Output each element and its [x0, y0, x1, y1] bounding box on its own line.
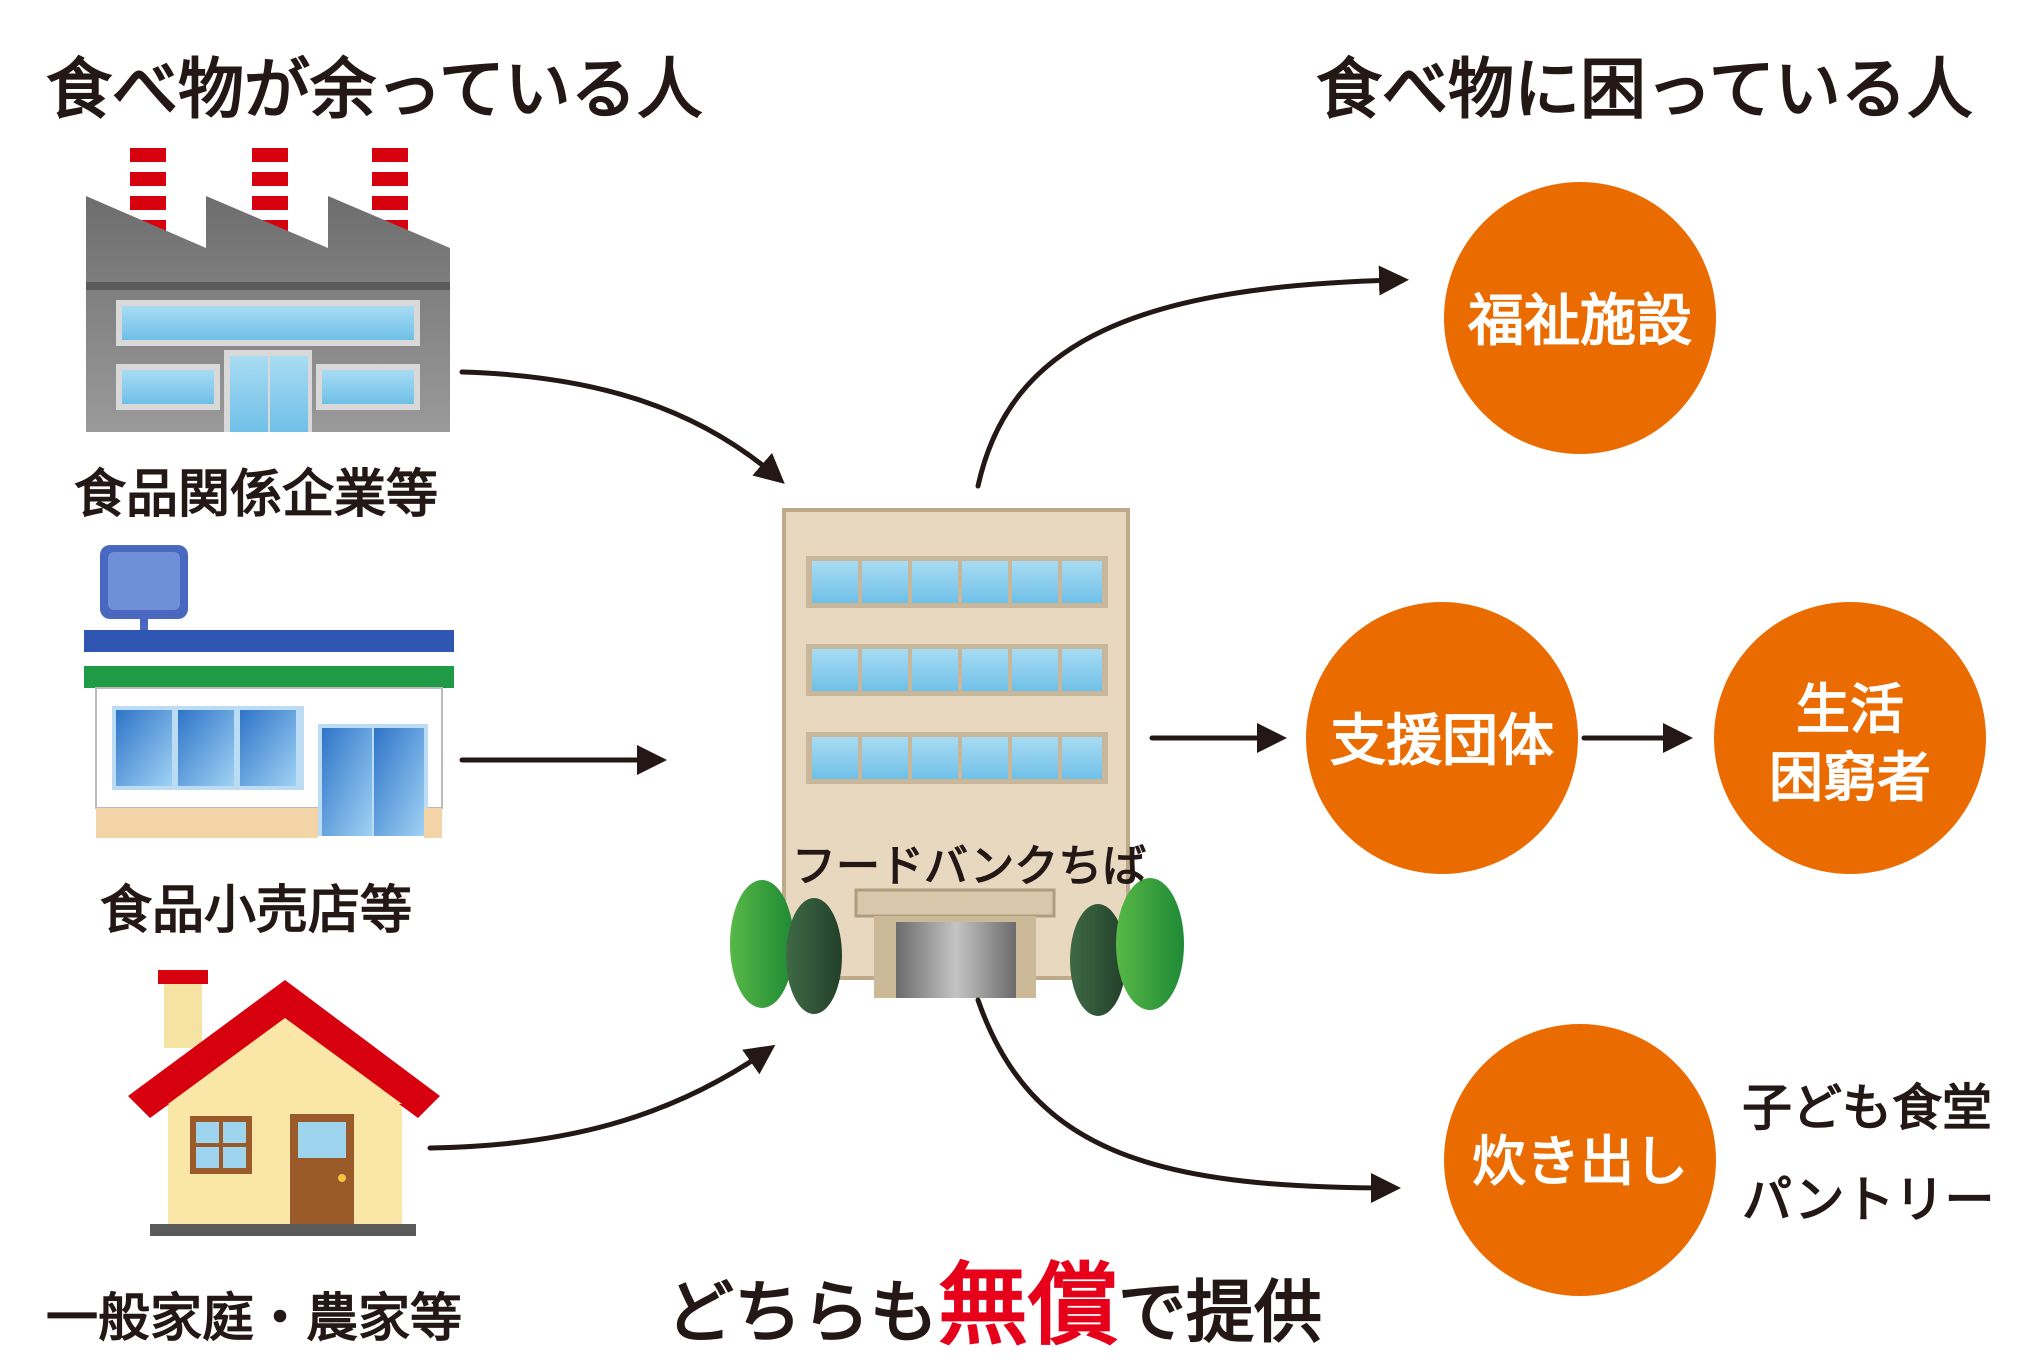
house-icon	[128, 970, 440, 1236]
arrow-foodbank-to-cookout	[975, 997, 1401, 1203]
needy-label-line2: 困窮者	[1769, 746, 1931, 809]
recipient-needy: 生活 困窮者	[1714, 602, 1986, 874]
arrow-factory-to-foodbank	[459, 369, 785, 484]
footer-emphasis: 無償	[938, 1253, 1119, 1358]
store-icon	[84, 545, 454, 838]
source-label-companies: 食品関係企業等	[74, 465, 439, 525]
support-label: 支援団体	[1330, 709, 1554, 774]
arrow-house-to-foodbank	[427, 1044, 776, 1151]
footer-after: で提供	[1118, 1274, 1323, 1353]
needy-label-line1: 生活	[1796, 678, 1904, 741]
recipient-cookout: 炊き出し	[1444, 1024, 1716, 1296]
arrow-foodbank-to-welfare	[975, 265, 1409, 489]
recipient-support: 支援団体	[1306, 602, 1578, 874]
right-heading: 食べ物に困っている人	[1316, 51, 1973, 128]
footer-before: どちらも	[666, 1274, 939, 1353]
building-icon	[730, 508, 1184, 1016]
cookout-note-kids-cafeteria: 子ども食堂	[1742, 1079, 1992, 1137]
left-heading: 食べ物が余っている人	[46, 51, 703, 128]
cookout-label: 炊き出し	[1472, 1130, 1688, 1193]
foodbank-label: フードバンクちば	[792, 841, 1147, 892]
footer-text: どちらも無償で提供	[666, 1232, 1322, 1362]
cookout-note-pantry: パントリー	[1742, 1171, 1995, 1229]
recipient-welfare: 福祉施設	[1444, 182, 1716, 454]
source-label-households: 一般家庭・農家等	[46, 1289, 463, 1349]
welfare-label: 福祉施設	[1467, 289, 1692, 354]
factory-icon	[86, 148, 450, 432]
source-label-retailers: 食品小売店等	[100, 881, 413, 941]
arrows	[427, 265, 1693, 1203]
